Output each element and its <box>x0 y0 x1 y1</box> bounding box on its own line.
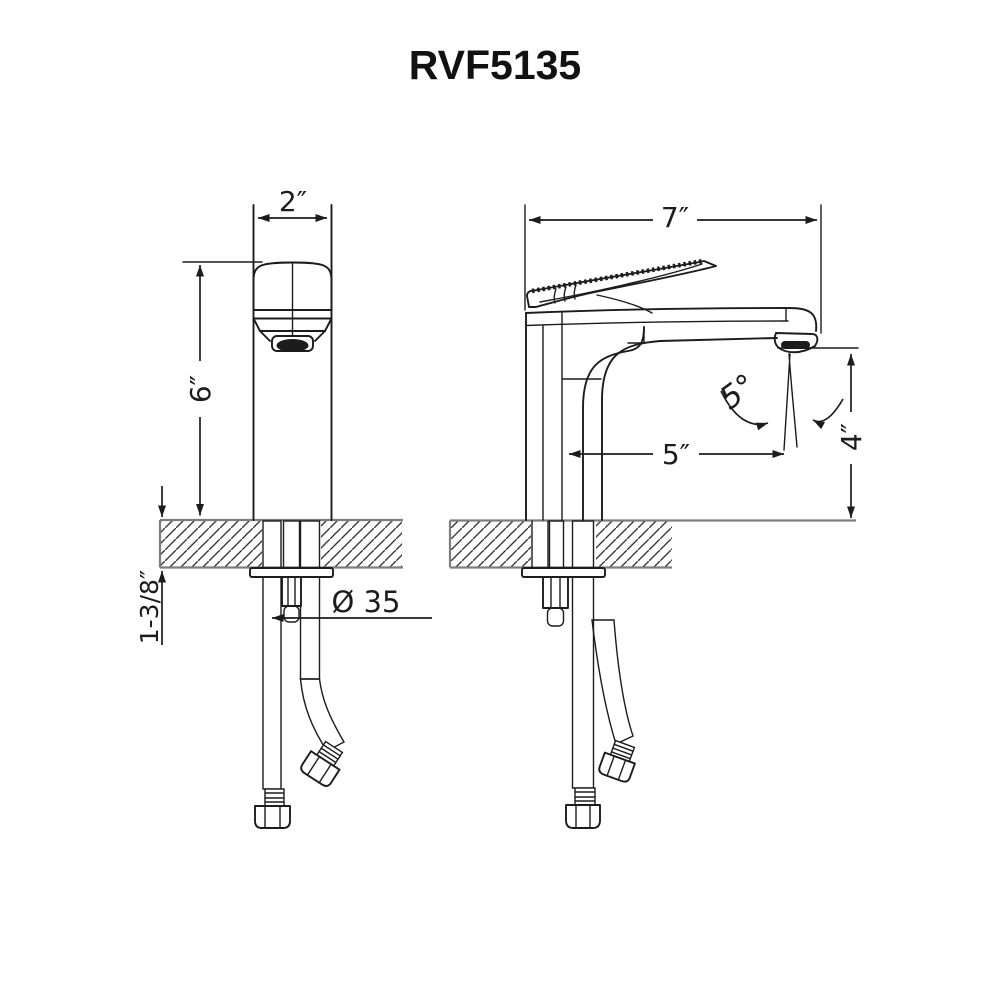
stud-threaded-tip <box>546 607 565 627</box>
spout-inner-curve <box>582 326 645 521</box>
mounting-plate <box>249 567 334 578</box>
mounting-nut <box>542 576 569 609</box>
hose-fitting <box>300 740 344 787</box>
lever-base-curve <box>596 294 653 314</box>
lever-grip-lines <box>553 284 577 304</box>
braided-hose-right <box>299 520 321 680</box>
hose-fitting <box>598 739 636 783</box>
callout-hole-diameter: Ø 35 <box>272 585 432 622</box>
lever-inner-line <box>539 263 703 303</box>
body-taper-1 <box>252 317 333 332</box>
dim-label-7in: 7″ <box>661 201 689 234</box>
dim-label-2in: 2″ <box>279 185 307 218</box>
body-contours <box>542 312 563 521</box>
side-countertop <box>448 519 856 569</box>
braided-hose-bend <box>299 678 345 752</box>
body-taper-2 <box>259 330 326 342</box>
braided-hose-front <box>571 520 595 789</box>
side-view: 7″ 5″ 4″ 5° <box>448 200 868 829</box>
escutcheon-band <box>252 309 333 320</box>
countertop-hatch <box>451 521 531 567</box>
dim-stream-angle: 5° <box>713 367 844 431</box>
aerator-side <box>773 332 819 354</box>
dim-label-deck: 1-3/8″ <box>135 570 164 645</box>
braided-hose-bend <box>591 619 634 745</box>
countertop-hatch <box>161 521 262 567</box>
lever-handle <box>526 260 717 308</box>
dim-label-4in: 4″ <box>835 423 868 451</box>
mounting-nut <box>281 576 302 607</box>
dim-label-5in: 5″ <box>662 438 690 471</box>
side-supply-lines <box>521 520 636 829</box>
hose-hex-nut <box>254 805 291 829</box>
dim-deck-thickness: 1-3/8″ <box>135 486 166 645</box>
countertop-hatch <box>321 521 402 567</box>
front-view: 2″ 6″ 1-3/8″ Ø 35 <box>135 185 432 829</box>
front-countertop <box>158 518 403 569</box>
mounting-plate <box>521 567 606 578</box>
spout-detail-lines <box>525 307 789 344</box>
aerator-outlet <box>781 341 810 349</box>
front-faucet-body <box>252 204 333 521</box>
dim-spout-reach: 5″ <box>569 438 784 471</box>
dim-label-5deg: 5° <box>713 367 763 417</box>
lever-knurl-texture <box>531 258 704 294</box>
dim-label-hole: Ø 35 <box>332 585 401 619</box>
dim-side-depth: 7″ <box>524 200 822 334</box>
front-supply-lines <box>249 520 345 829</box>
faucet-shank <box>531 520 549 569</box>
hose-hex-nut <box>300 750 341 787</box>
page-title: RVF5135 <box>409 42 581 88</box>
countertop-hatch <box>596 521 672 567</box>
braided-hose-left <box>262 520 282 790</box>
dim-outlet-height: 4″ <box>777 347 868 518</box>
dim-front-height: 6″ <box>182 261 263 516</box>
water-stream-lines <box>783 353 798 451</box>
aerator-outlet <box>276 339 309 352</box>
spout-outer-curve <box>601 337 778 521</box>
hose-hex-nut <box>565 804 601 829</box>
side-faucet-body <box>525 258 819 521</box>
stud-threaded-tip <box>283 605 300 623</box>
spout-top-edge <box>525 307 818 332</box>
dim-front-width: 2″ <box>258 185 327 222</box>
dim-label-6in: 6″ <box>184 375 217 403</box>
